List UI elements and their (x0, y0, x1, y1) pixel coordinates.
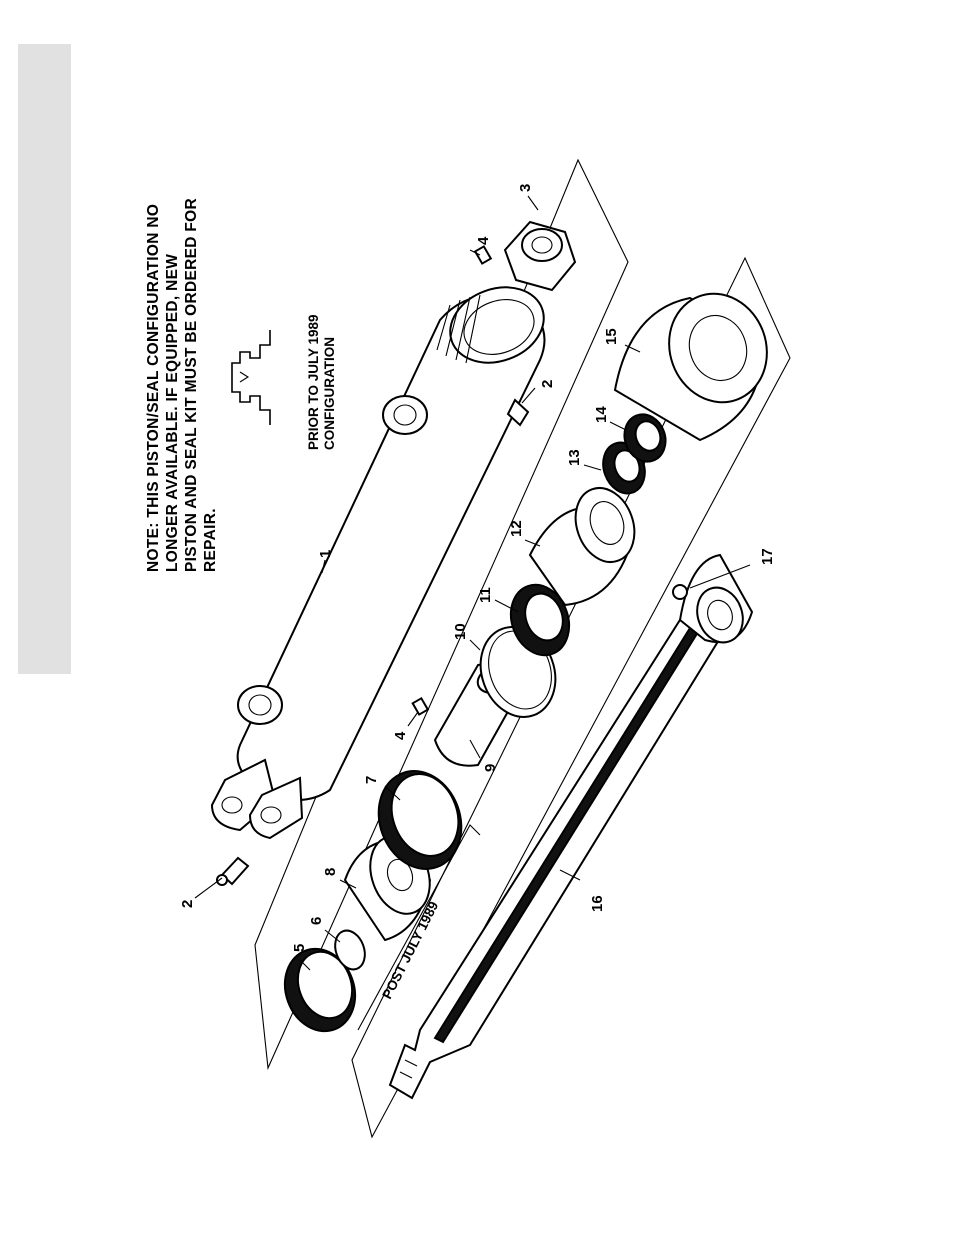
callout-7: 7 (363, 776, 380, 784)
note-line-4: REPAIR. (202, 508, 219, 572)
callout-9: 9 (482, 764, 499, 772)
note-block: NOTE: THIS PISTON/SEAL CONFIGURATION NO … (145, 198, 219, 572)
callout-2b: 2 (179, 900, 196, 908)
set-screw-nut (475, 246, 491, 263)
callout-16: 16 (589, 895, 606, 912)
callout-12: 12 (508, 520, 525, 537)
hex-nut (505, 222, 575, 290)
callout-10: 10 (452, 623, 469, 640)
callout-15: 15 (603, 328, 620, 345)
callout-4a: 4 (475, 236, 492, 245)
callout-6: 6 (308, 917, 325, 925)
cylinder-barrel (212, 275, 554, 838)
prior-config-line-1: PRIOR TO JULY 1989 (306, 314, 321, 450)
note-line-3: PISTON AND SEAL KIT MUST BE ORDERED FOR (183, 198, 200, 572)
prior-config-seal-sketch (232, 330, 270, 425)
note-line-2: LONGER AVAILABLE. IF EQUIPPED, NEW (164, 254, 181, 572)
grease-fitting-left (217, 858, 248, 885)
set-screw-spacer (413, 698, 428, 714)
callout-11: 11 (477, 587, 494, 603)
callout-8: 8 (322, 868, 339, 876)
grease-fitting-rod-eye (673, 585, 687, 599)
note-line-1: NOTE: THIS PISTON/SEAL CONFIGURATION NO (145, 204, 162, 572)
prior-config-label: PRIOR TO JULY 1989 CONFIGURATION (306, 314, 337, 450)
prior-config-line-2: CONFIGURATION (322, 337, 337, 450)
callout-4b: 4 (392, 731, 409, 740)
callout-17: 17 (759, 548, 776, 565)
callout-13: 13 (566, 449, 583, 466)
callout-2a: 2 (539, 380, 556, 388)
callout-1: 1 (317, 550, 334, 558)
callout-3: 3 (517, 184, 534, 192)
callout-14: 14 (593, 406, 610, 423)
callout-5: 5 (291, 944, 308, 952)
